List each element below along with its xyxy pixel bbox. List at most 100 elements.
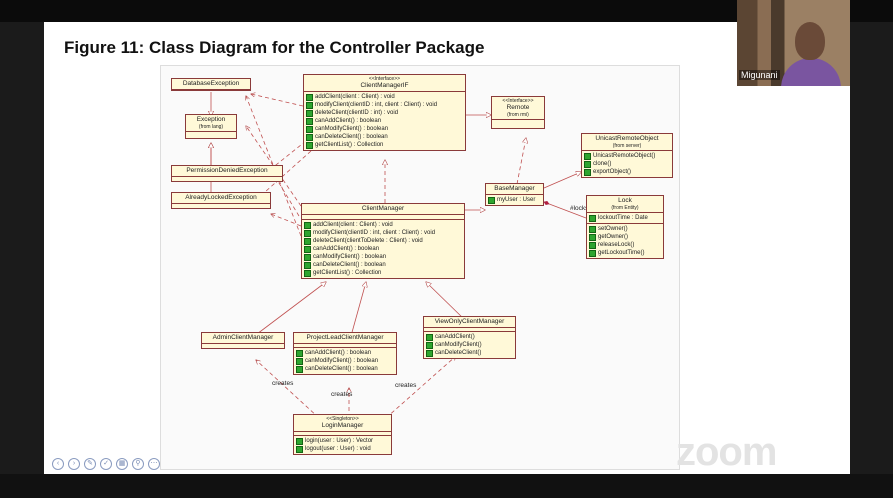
operation-icon <box>306 117 313 125</box>
operation: canModifyClient() <box>426 341 513 349</box>
class-diagram: DatabaseException Exception (from lang) … <box>160 65 680 470</box>
operation-icon <box>584 160 591 168</box>
class-name: ProjectLeadClientManager <box>306 334 384 341</box>
bottom-bar <box>0 474 893 498</box>
class-name: PermissionDeniedException <box>186 167 268 174</box>
attribute: myUser : User <box>488 196 541 204</box>
operation-icon <box>296 349 303 357</box>
slides-icon[interactable]: ▦ <box>116 458 128 470</box>
slide-title: Figure 11: Class Diagram for the Control… <box>64 38 485 57</box>
client-manager-class: ClientManager addClient(client : Client)… <box>301 203 465 279</box>
operation: releaseLock() <box>589 241 661 249</box>
operation-icon <box>589 233 596 241</box>
class-stereotype: <<Interface>> <box>502 98 534 104</box>
class-name: ClientManagerIF <box>360 82 409 89</box>
prev-icon[interactable]: ‹ <box>52 458 64 470</box>
operation-icon <box>304 221 311 229</box>
operation-icon <box>306 93 313 101</box>
lock-class: Lock (from Entity) lockoutTime : Date se… <box>586 195 664 259</box>
locks-label: #locks <box>570 205 589 212</box>
participant-name: Migunani <box>739 70 780 80</box>
operation: canAddClient() : boolean <box>304 245 462 253</box>
operation: canDeleteClient() : boolean <box>296 365 394 373</box>
class-name: ClientManager <box>361 205 405 212</box>
already-locked-exception-class: AlreadyLockedException <box>171 192 271 209</box>
operation-icon <box>589 249 596 257</box>
attribute-icon <box>589 214 596 222</box>
database-exception-class: DatabaseException <box>171 78 251 91</box>
operation: canModifyClient() : boolean <box>304 253 462 261</box>
operation: UnicastRemoteObject() <box>584 152 670 160</box>
operation-icon <box>306 133 313 141</box>
operation-icon <box>306 101 313 109</box>
operation-icon <box>296 357 303 365</box>
class-name: Lock <box>618 197 632 204</box>
admin-client-manager-class: AdminClientManager <box>201 332 285 349</box>
pen-icon[interactable]: ✎ <box>84 458 96 470</box>
exception-class: Exception (from lang) <box>185 114 237 139</box>
operation-icon <box>589 225 596 233</box>
operation-icon <box>296 445 303 453</box>
operation: canAddClient() : boolean <box>296 349 394 357</box>
operation-icon <box>304 261 311 269</box>
creates-label: creates <box>395 382 417 389</box>
operation-icon <box>304 253 311 261</box>
operation: getClientList() : Collection <box>304 269 462 277</box>
client-manager-if-class: <<Interface>> ClientManagerIF addClient(… <box>303 74 466 151</box>
operation-icon <box>584 152 591 160</box>
view-only-client-manager-class: ViewOnlyClientManager canAddClient() can… <box>423 316 516 359</box>
class-name: LoginManager <box>321 422 364 429</box>
operation: logout(user : User) : void <box>296 445 389 453</box>
operation: canDeleteClient() : boolean <box>304 261 462 269</box>
diagram-connectors <box>161 92 587 419</box>
class-name: DatabaseException <box>182 80 240 87</box>
operation: addClient(client : Client) : void <box>306 93 463 101</box>
project-lead-client-manager-class: ProjectLeadClientManager canAddClient() … <box>293 332 397 375</box>
operation: getClientList() : Collection <box>306 141 463 149</box>
operation-icon <box>584 168 591 176</box>
slideshow-toolbar: ‹ › ✎ ✓ ▦ ⚲ ⋯ <box>52 458 160 470</box>
zoom-logo: zoom <box>676 430 777 474</box>
operation-icon <box>306 109 313 117</box>
operation: getLockoutTime() <box>589 249 661 257</box>
operation-icon <box>306 141 313 149</box>
class-name: UnicastRemoteObject <box>595 135 659 142</box>
operation-icon <box>304 245 311 253</box>
operation: modifyClient(clientID : int, client : Cl… <box>306 101 463 109</box>
class-package: (from rmi) <box>507 112 529 118</box>
class-name: Exception <box>196 116 226 123</box>
remote-interface: <<Interface>> Remote (from rmi) <box>491 96 545 129</box>
zoom-icon[interactable]: ⚲ <box>132 458 144 470</box>
operation: login(user : User) : Vector <box>296 437 389 445</box>
operation: addClient(client : Client) : void <box>304 221 462 229</box>
next-icon[interactable]: › <box>68 458 80 470</box>
presentation-slide: Figure 11: Class Diagram for the Control… <box>44 22 850 474</box>
operation: clone() <box>584 160 670 168</box>
highlighter-icon[interactable]: ✓ <box>100 458 112 470</box>
more-icon[interactable]: ⋯ <box>148 458 160 470</box>
operation: canAddClient() : boolean <box>306 117 463 125</box>
class-stereotype: <<Interface>> <box>368 76 401 82</box>
top-bar <box>0 0 893 22</box>
operation: deleteClient(clientToDelete : Client) : … <box>304 237 462 245</box>
operation: getOwner() <box>589 233 661 241</box>
operation: canDeleteClient() : boolean <box>306 133 463 141</box>
operation-icon <box>304 269 311 277</box>
attribute: lockoutTime : Date <box>589 214 661 222</box>
operation: deleteClient(clientID : int) : void <box>306 109 463 117</box>
class-package: (from Entity) <box>611 205 639 211</box>
webcam-thumbnail[interactable]: Migunani <box>737 0 850 86</box>
class-package: (from server) <box>612 143 642 149</box>
operation-icon <box>296 437 303 445</box>
class-name: Remote <box>506 104 530 111</box>
login-manager-class: <<Singleton>> LoginManager login(user : … <box>293 414 392 455</box>
base-manager-class: BaseManager myUser : User <box>485 183 544 206</box>
class-stereotype: <<Singleton>> <box>326 416 359 422</box>
operation-icon <box>589 241 596 249</box>
operation: canModifyClient() : boolean <box>296 357 394 365</box>
operation: setOwner() <box>589 225 661 233</box>
operation: canAddClient() <box>426 333 513 341</box>
operation: canModifyClient() : boolean <box>306 125 463 133</box>
class-package: (from lang) <box>198 124 224 130</box>
attribute-icon <box>488 196 495 204</box>
